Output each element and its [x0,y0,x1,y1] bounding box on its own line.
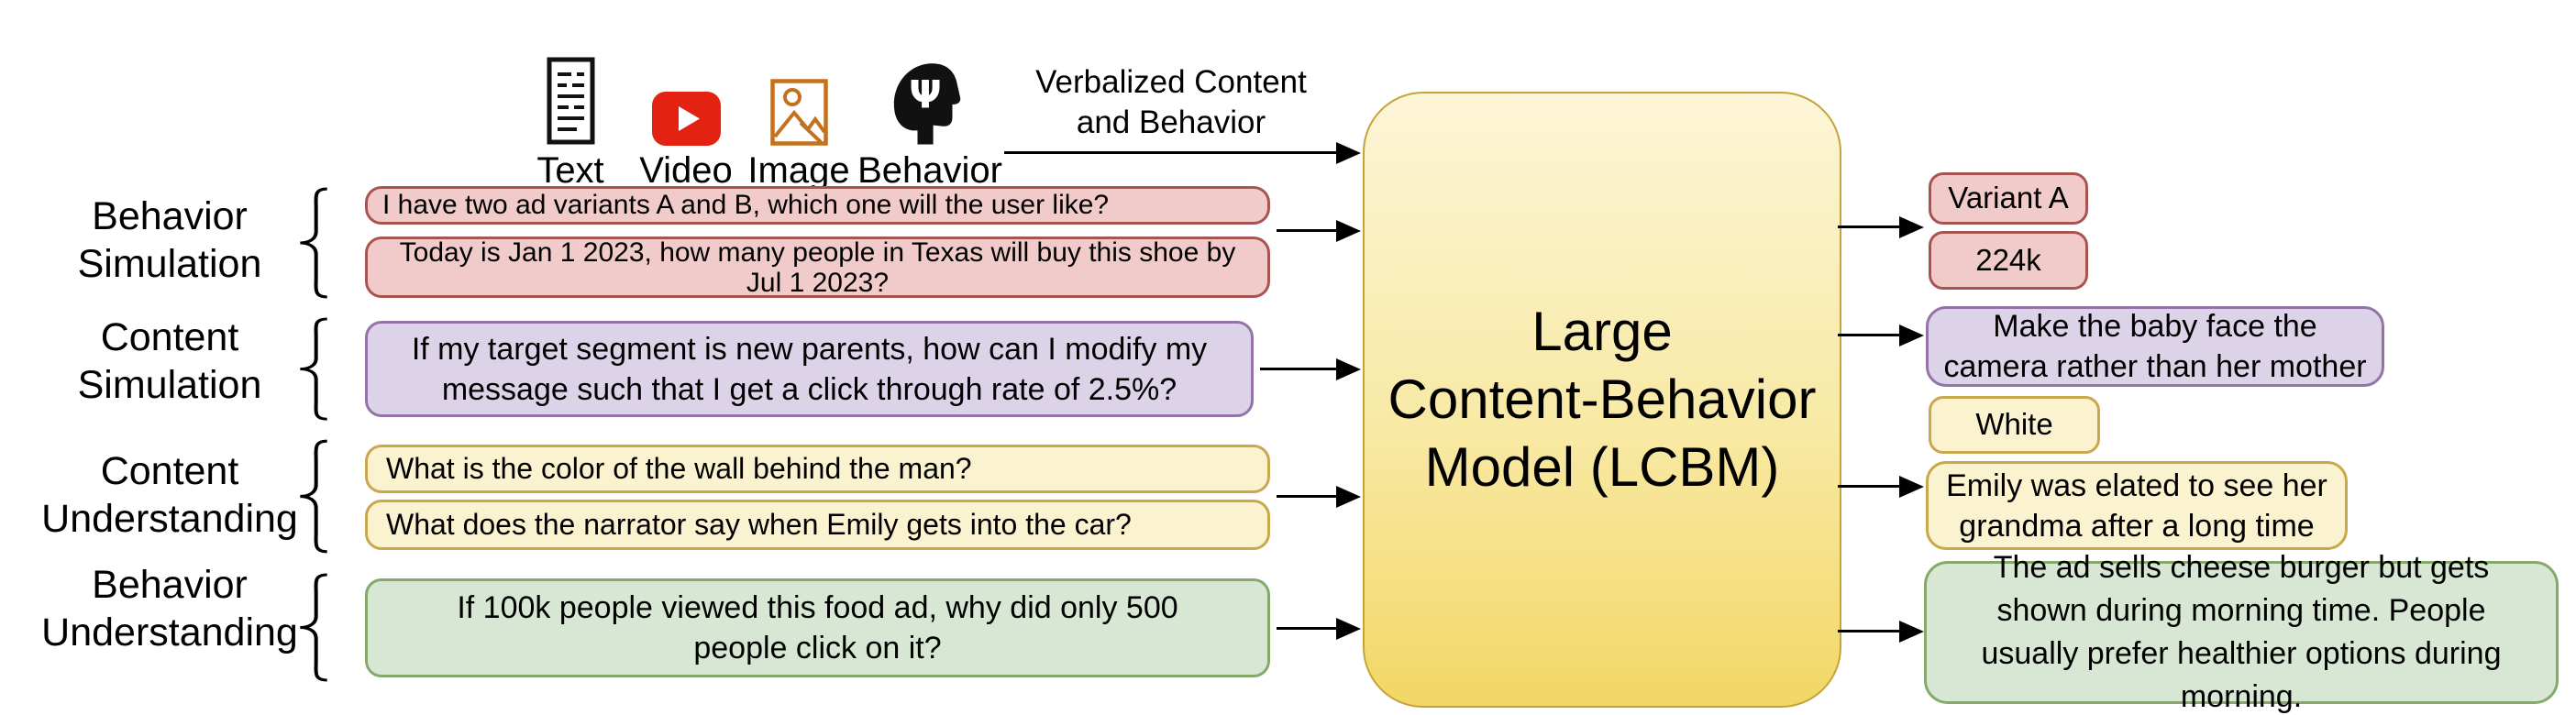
arrow-behavior-simulation-input [1277,229,1337,232]
lcbm-title-line-3: Model (LCBM) [1424,436,1780,498]
category-label-content-understanding: Content Understanding [41,449,298,541]
input-behavior-simulation-1: I have two ad variants A and B, which on… [365,186,1270,225]
input-content-simulation: If my target segment is new parents, how… [365,321,1254,417]
output-content-simulation: Make the baby face the camera rather tha… [1926,306,2384,387]
svg-text:Ψ: Ψ [909,72,942,117]
arrow-modalities-to-model [1004,151,1337,154]
arrow-behavior-understanding-output [1838,630,1900,632]
verbalized-content-behavior-label: Verbalized Content and Behavior [1035,64,1307,140]
curly-brace-content-simulation [295,316,332,422]
input-behavior-simulation-2: Today is Jan 1 2023, how many people in … [365,236,1270,298]
arrow-content-understanding-output [1838,485,1900,488]
lcbm-title-line-1: Large [1531,301,1673,362]
video-icon [652,92,721,146]
input-content-understanding-2: What does the narrator say when Emily ge… [365,500,1270,550]
arrow-content-simulation-input [1260,368,1337,370]
behavior-icon: Ψ [891,59,961,145]
output-content-understanding-1: White [1929,396,2100,454]
image-icon [770,79,828,146]
text-document-icon [547,57,595,145]
category-label-content-simulation: Content Simulation [77,315,262,407]
curly-brace-behavior-simulation [295,186,332,300]
arrow-content-understanding-input [1277,495,1337,498]
arrow-content-simulation-output [1838,334,1900,336]
modality-label-text: Text [536,150,604,191]
modality-label-behavior: Behavior [857,150,1002,191]
output-behavior-simulation-1: Variant A [1929,172,2088,225]
category-label-behavior-simulation: Behavior Simulation [77,194,262,286]
input-content-understanding-1: What is the color of the wall behind the… [365,445,1270,493]
output-behavior-understanding: The ad sells cheese burger but gets show… [1924,550,2559,714]
lcbm-title-line-2: Content-Behavior [1388,368,1817,430]
lcbm-model-box: Large Content-Behavior Model (LCBM) [1363,92,1841,708]
output-behavior-simulation-2: 224k [1929,231,2088,290]
modality-label-image: Image [747,150,850,191]
arrow-behavior-simulation-output [1838,226,1900,228]
input-behavior-understanding: If 100k people viewed this food ad, why … [365,578,1270,677]
curly-brace-content-understanding [295,438,332,555]
category-label-behavior-understanding: Behavior Understanding [41,563,298,654]
arrow-behavior-understanding-input [1277,627,1337,630]
output-content-understanding-2: Emily was elated to see her grandma afte… [1926,461,2348,550]
modality-label-video: Video [639,150,733,191]
curly-brace-behavior-understanding [295,572,332,683]
